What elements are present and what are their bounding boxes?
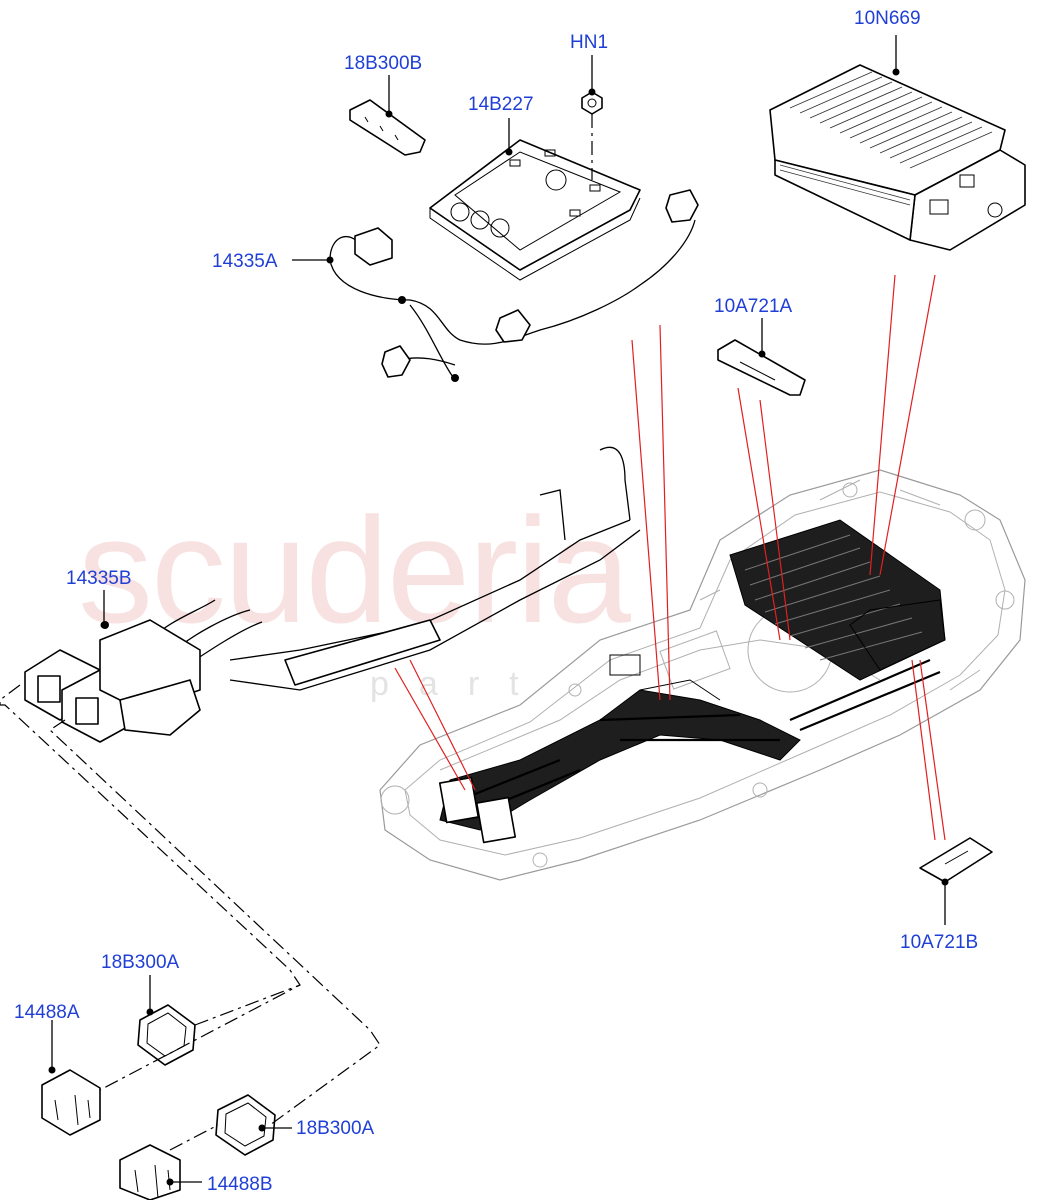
charger-module-installed [729,519,946,681]
label-18B300A-top[interactable]: 18B300A [101,952,180,973]
red-install-lines [394,274,946,841]
label-14335B[interactable]: 14335B [66,568,132,589]
label-10A721B[interactable]: 10A721B [900,932,978,953]
label-14B227[interactable]: 14B227 [468,94,534,115]
part-18B300A-bottom [215,1094,276,1156]
part-10A721A [717,339,806,396]
part-14488B [119,1144,181,1200]
part-14335A [329,189,699,382]
part-14B227 [429,139,641,281]
label-14488B[interactable]: 14488B [207,1174,273,1195]
label-10N669[interactable]: 10N669 [854,8,921,29]
part-18B300B [349,99,426,156]
leader-lines [48,35,949,1186]
part-14335B [24,446,641,743]
part-10A721B [919,837,993,883]
label-18B300A-bottom[interactable]: 18B300A [296,1118,375,1139]
label-10A721A[interactable]: 10A721A [714,296,793,317]
part-14488A [41,1069,101,1136]
label-HN1[interactable]: HN1 [570,32,608,53]
part-18B300A-top [137,1004,196,1066]
installation-lines [0,684,381,1151]
label-18B300B[interactable]: 18B300B [344,53,422,74]
label-14335A[interactable]: 14335A [212,251,278,272]
watermark-main: scuderia [78,486,632,654]
part-HN1 [581,91,603,180]
part-10N669 [769,64,1026,251]
harness-installed [438,654,941,844]
label-14488A[interactable]: 14488A [14,1002,80,1023]
